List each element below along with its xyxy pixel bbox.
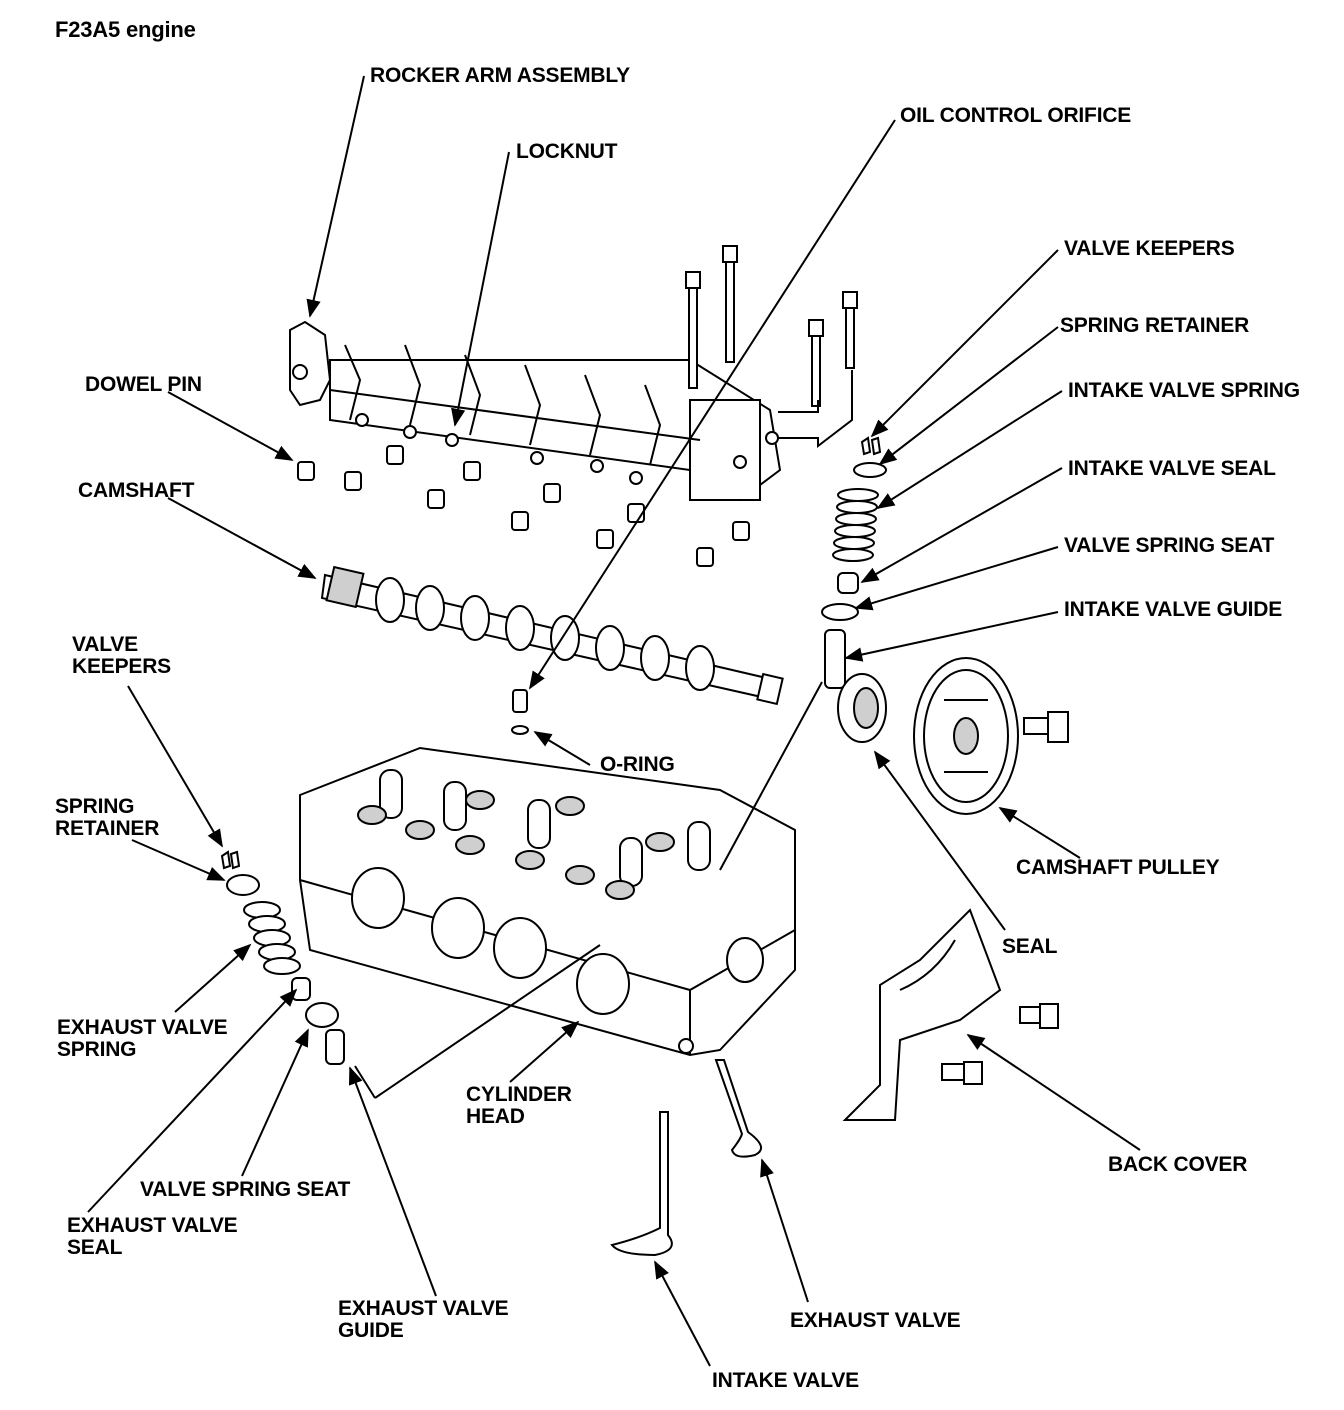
label-spring-retainer-right: SPRING RETAINER bbox=[1060, 314, 1250, 337]
camshaft-part bbox=[320, 565, 784, 706]
label-intake-valve-seal: INTAKE VALVE SEAL bbox=[1068, 457, 1276, 480]
label-valve-keepers-left: VALVE KEEPERS bbox=[72, 633, 171, 678]
leader-lines bbox=[87, 75, 1141, 1367]
label-locknut: LOCKNUT bbox=[516, 140, 618, 163]
label-exhaust-valve: EXHAUST VALVE bbox=[790, 1309, 961, 1332]
back-cover-part bbox=[842, 908, 1059, 1121]
label-intake-valve: INTAKE VALVE bbox=[712, 1369, 859, 1392]
label-o-ring: O-RING bbox=[600, 753, 675, 776]
label-back-cover: BACK COVER bbox=[1108, 1153, 1248, 1176]
intake-valve-stack bbox=[821, 436, 887, 689]
label-exhaust-valve-seal: EXHAUST VALVE SEAL bbox=[67, 1214, 238, 1259]
label-intake-valve-spring: INTAKE VALVE SPRING bbox=[1068, 379, 1300, 402]
dowel-pins bbox=[297, 445, 750, 567]
camshaft-pulley-part bbox=[913, 657, 1069, 815]
label-cylinder-head: CYLINDER HEAD bbox=[466, 1083, 572, 1128]
bolts bbox=[685, 245, 858, 449]
label-intake-valve-guide: INTAKE VALVE GUIDE bbox=[1064, 598, 1283, 621]
cylinder-head-part bbox=[299, 746, 796, 1057]
seal-part bbox=[837, 673, 887, 743]
label-rocker-arm-assembly: ROCKER ARM ASSEMBLY bbox=[370, 64, 630, 87]
oil-control-orifice-part bbox=[511, 689, 529, 735]
label-camshaft: CAMSHAFT bbox=[78, 479, 195, 502]
label-exhaust-valve-guide: EXHAUST VALVE GUIDE bbox=[338, 1297, 509, 1342]
rocker-arm-assembly-part bbox=[289, 320, 782, 502]
label-seal: SEAL bbox=[1002, 935, 1058, 958]
label-camshaft-pulley: CAMSHAFT PULLEY bbox=[1016, 856, 1220, 879]
valves bbox=[610, 1059, 763, 1257]
label-spring-retainer-left: SPRING RETAINER bbox=[55, 795, 160, 840]
diagram-title: F23A5 engine bbox=[55, 17, 196, 42]
label-valve-spring-seat-left: VALVE SPRING SEAT bbox=[140, 1178, 351, 1201]
label-valve-keepers-right: VALVE KEEPERS bbox=[1064, 237, 1235, 260]
label-dowel-pin: DOWEL PIN bbox=[85, 373, 202, 396]
label-exhaust-valve-spring: EXHAUST VALVE SPRING bbox=[57, 1016, 228, 1061]
exhaust-valve-stack bbox=[220, 850, 345, 1065]
label-valve-spring-seat-right: VALVE SPRING SEAT bbox=[1064, 534, 1275, 557]
label-oil-control-orifice: OIL CONTROL ORIFICE bbox=[900, 104, 1132, 127]
